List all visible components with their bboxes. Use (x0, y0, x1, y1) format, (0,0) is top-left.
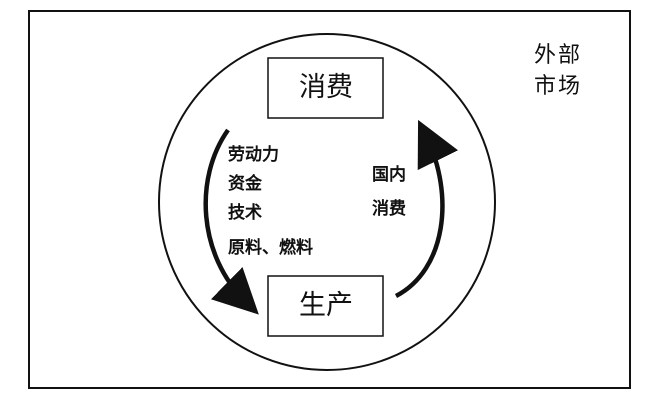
input-capital: 资金 (228, 174, 262, 194)
consumption-box (267, 57, 384, 119)
outer-frame (28, 10, 631, 389)
domestic-consumption-line2: 消费 (372, 199, 406, 219)
external-market-label-line2: 市场 (534, 74, 583, 99)
input-technology: 技术 (228, 203, 262, 223)
economy-circle (158, 33, 496, 371)
arrow-production-to-consumption (394, 119, 459, 298)
input-materials: 原料、燃料 (228, 238, 313, 258)
input-labor: 劳动力 (228, 145, 279, 165)
domestic-consumption-line1: 国内 (372, 165, 406, 185)
production-box (267, 275, 384, 337)
arrow-consumption-to-production (203, 128, 259, 315)
external-market-label-line1: 外部 (534, 43, 583, 68)
production-label: 生产 (299, 290, 353, 321)
consumption-label: 消费 (299, 72, 353, 103)
